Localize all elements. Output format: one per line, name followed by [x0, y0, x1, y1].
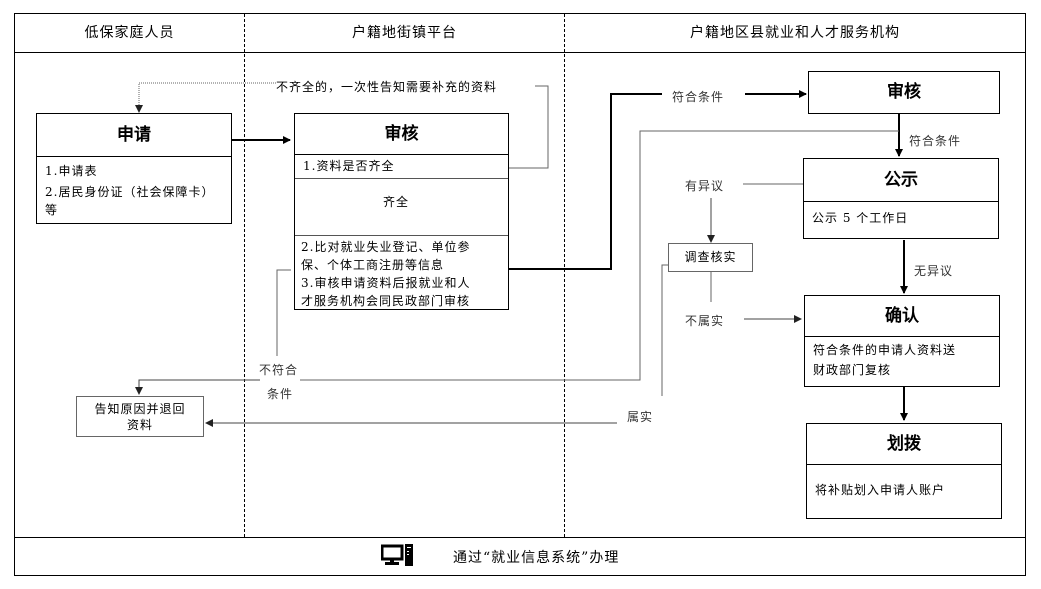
node-allocate-title: 划拨 [807, 424, 1001, 465]
apply-item-1: 1.申请表 [45, 164, 98, 178]
reject-line-2: 资料 [126, 418, 153, 432]
street-review-item-3b: 才服务机构会同民政部门审核 [301, 294, 471, 308]
street-review-item-2b: 保、个体工商注册等信息 [301, 258, 445, 272]
street-review-item-2a: 2.比对就业失业登记、单位参 [301, 240, 471, 254]
edge-eligible-1 [508, 93, 662, 270]
edge-true-side [661, 264, 668, 396]
street-review-item-1: 1.资料是否齐全 [295, 155, 508, 179]
label-complete: 齐全 [383, 193, 410, 210]
footer-text: 通过“就业信息系统”办理 [453, 550, 620, 566]
edge-incomplete [508, 85, 549, 169]
node-apply-body: 1.申请表 2.居民身份证（社会保障卡） 等 [37, 157, 231, 220]
confirm-line-1: 符合条件的申请人资料送 [813, 343, 957, 357]
edge-ineligible-street [276, 269, 291, 356]
node-agency-review-title: 审核 [887, 82, 921, 102]
label-true: 属实 [627, 408, 654, 425]
node-reject: 告知原因并退回 资料 [76, 396, 204, 437]
node-confirm: 确认 符合条件的申请人资料送 财政部门复核 [804, 295, 1000, 387]
node-apply: 申请 1.申请表 2.居民身份证（社会保障卡） 等 [36, 113, 232, 224]
street-review-items-2-3: 2.比对就业失业登记、单位参 保、个体工商注册等信息 3.审核申请资料后报就业和… [295, 235, 508, 312]
node-publicity-title: 公示 [804, 159, 998, 202]
node-confirm-body: 符合条件的申请人资料送 财政部门复核 [805, 337, 999, 383]
label-eligible-1: 符合条件 [672, 88, 725, 105]
lane-title-street-platform: 户籍地街镇平台 [352, 25, 457, 41]
reject-line-1: 告知原因并退回 [94, 402, 186, 416]
node-apply-title: 申请 [37, 114, 231, 157]
lane-divider-1 [244, 14, 245, 537]
lane-divider-2 [564, 14, 565, 537]
node-investigate: 调查核实 [668, 243, 753, 272]
label-not-true: 不属实 [685, 312, 725, 329]
footer-bar: 通过“就业信息系统”办理 [15, 538, 1025, 575]
node-agency-review: 审核 [808, 71, 1000, 114]
footer-divider [14, 537, 1026, 538]
node-street-review: 审核 1.资料是否齐全 齐全 2.比对就业失业登记、单位参 保、个体工商注册等信… [294, 113, 509, 310]
node-investigate-label: 调查核实 [684, 250, 737, 264]
edge-incomplete-return [135, 82, 276, 113]
label-objection: 有异议 [685, 177, 725, 194]
computer-icon [380, 544, 415, 568]
node-confirm-title: 确认 [805, 296, 999, 337]
apply-item-2: 2.居民身份证（社会保障卡） [45, 185, 215, 199]
label-eligible-2: 符合条件 [909, 134, 962, 148]
apply-item-3: 等 [45, 203, 59, 217]
edge-ineligible-agency [300, 130, 899, 381]
lane-title-employment-agency: 户籍地区县就业和人才服务机构 [690, 25, 900, 41]
header-divider [14, 52, 1026, 53]
edge-ineligible-return [135, 379, 260, 395]
node-allocate-body: 将补贴划入申请人账户 [815, 483, 946, 497]
node-street-review-title: 审核 [295, 114, 508, 155]
node-allocate: 划拨 将补贴划入申请人账户 [806, 423, 1002, 519]
street-review-check-area: 齐全 [295, 179, 508, 235]
node-publicity-body: 公示 5 个工作日 [812, 211, 909, 225]
diagram-frame [14, 13, 1026, 576]
node-publicity: 公示 公示 5 个工作日 [803, 158, 999, 239]
label-ineligible-2: 条件 [267, 385, 294, 402]
label-incomplete: 不齐全的，一次性告知需要补充的资料 [276, 78, 498, 95]
label-ineligible-1: 不符合 [259, 361, 299, 378]
street-review-item-3a: 3.审核申请资料后报就业和人 [301, 276, 471, 290]
label-no-objection: 无异议 [914, 264, 954, 278]
lane-title-applicant: 低保家庭人员 [84, 25, 175, 41]
confirm-line-2: 财政部门复核 [813, 363, 892, 377]
